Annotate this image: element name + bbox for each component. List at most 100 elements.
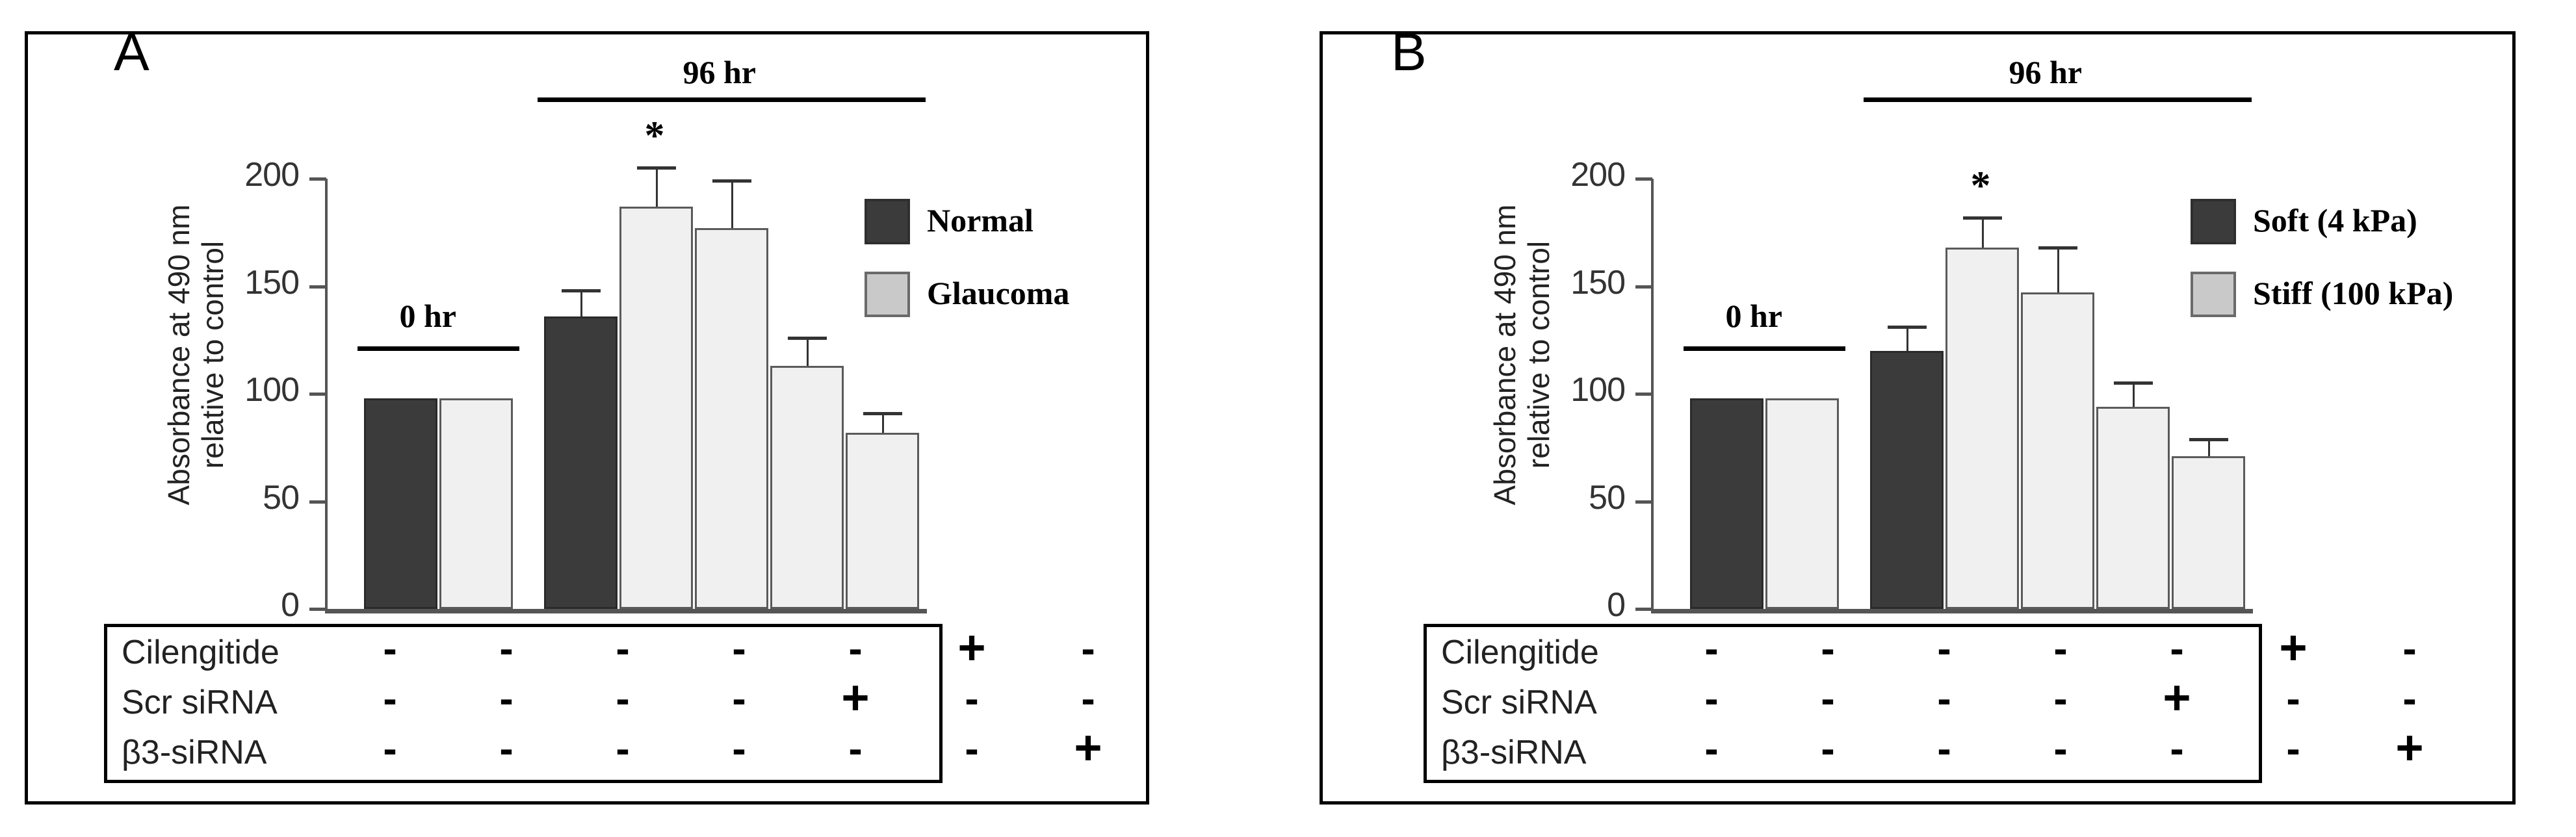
condition-cell-2-7: - [2402, 675, 2417, 722]
legend-swatch-2 [2191, 272, 2236, 317]
condition-cell-3-5: - [2170, 725, 2184, 772]
bar-3 [1870, 350, 1944, 609]
y-axis-title-line1: Absorbance at 490 nm [1488, 204, 1522, 506]
error-cap-5 [2038, 246, 2077, 250]
condition-cell-3-3: - [1937, 725, 1951, 772]
legend-swatch-1 [865, 199, 910, 244]
condition-cell-2-1: - [1704, 675, 1719, 722]
condition-cell-3-4: - [732, 725, 746, 772]
y-tick-label-0: 0 [1607, 586, 1626, 624]
condition-cell-1-1: - [383, 625, 397, 672]
y-tick-50 [1635, 500, 1652, 504]
condition-row: Cilengitide-----+- [1427, 623, 2417, 677]
condition-cell-3-5: - [848, 725, 863, 772]
group-line-96hr [1864, 97, 2252, 102]
condition-cell-1-5: - [2170, 625, 2184, 672]
condition-cell-1-4: - [2053, 625, 2068, 672]
y-tick-150 [1635, 285, 1652, 289]
condition-cell-3-1: - [383, 725, 397, 772]
error-bar-3 [1906, 327, 1908, 351]
error-cap-5 [712, 179, 751, 183]
condition-cell-1-4: - [732, 625, 746, 672]
y-tick-label-100: 100 [1570, 371, 1626, 409]
condition-cell-3-6: - [965, 725, 979, 772]
bar-7 [846, 432, 919, 609]
condition-row-label: Scr siRNA [122, 683, 278, 721]
y-axis-line [1651, 179, 1654, 612]
y-tick-label-0: 0 [281, 586, 300, 624]
condition-cell-1-1: - [1704, 625, 1719, 672]
group-line-0hr [358, 346, 519, 352]
condition-cell-3-4: - [2053, 725, 2068, 772]
y-tick-label-200: 200 [1570, 156, 1626, 194]
condition-table: Cilengitide-----+-Scr siRNA----+--β3-siR… [104, 623, 1102, 783]
y-tick-0 [1635, 608, 1652, 611]
condition-row: Scr siRNA----+-- [107, 673, 1095, 727]
condition-cell-1-3: - [616, 625, 630, 672]
condition-cell-2-7: - [1081, 675, 1095, 722]
y-tick-label-100: 100 [244, 371, 300, 409]
condition-row: β3-siRNA------+ [107, 723, 1102, 777]
error-bar-6 [806, 337, 809, 366]
y-tick-label-150: 150 [244, 263, 300, 302]
bar-3 [544, 316, 618, 609]
bar-5 [695, 228, 768, 609]
y-tick-label-150: 150 [1570, 263, 1626, 302]
group-label-0hr: 0 hr [1725, 298, 1783, 335]
condition-cell-1-3: - [1937, 625, 1951, 672]
panel-letter-a: A [114, 23, 150, 82]
condition-row-label: Scr siRNA [1441, 683, 1597, 721]
condition-cell-3-6: - [2286, 725, 2300, 772]
legend-swatch-1 [2191, 199, 2236, 244]
group-label-96hr: 96 hr [683, 54, 757, 90]
plot-baseline [325, 609, 927, 613]
error-bar-5 [2057, 247, 2059, 293]
condition-row: Scr siRNA----+-- [1427, 670, 2417, 727]
condition-cell-1-6: + [2279, 620, 2308, 675]
condition-cell-2-1: - [383, 675, 397, 722]
condition-cell-2-4: - [732, 675, 746, 722]
bar-6 [2096, 406, 2170, 609]
condition-cell-2-3: - [1937, 675, 1951, 722]
condition-cell-1-7: - [1081, 625, 1095, 672]
error-bar-3 [580, 290, 582, 316]
y-tick-100 [1635, 393, 1652, 396]
y-tick-200 [1635, 177, 1652, 181]
condition-cell-1-2: - [499, 625, 514, 672]
error-bar-5 [731, 181, 733, 229]
bar-7 [2172, 456, 2245, 609]
group-line-96hr [538, 97, 926, 102]
condition-cell-2-6: - [965, 675, 979, 722]
error-bar-7 [881, 413, 884, 433]
error-cap-6 [2113, 381, 2153, 385]
condition-cell-3-7: + [2395, 720, 2424, 775]
legend-label-1: Normal [927, 202, 1034, 238]
error-cap-7 [2189, 437, 2228, 441]
condition-cell-2-6: - [2286, 675, 2300, 722]
condition-cell-2-3: - [616, 675, 630, 722]
y-tick-50 [309, 500, 326, 504]
condition-cell-3-2: - [499, 725, 514, 772]
group-label-96hr: 96 hr [2009, 54, 2083, 90]
y-tick-label-50: 50 [1589, 478, 1626, 517]
condition-cell-3-2: - [1821, 725, 1835, 772]
condition-cell-2-5: + [2163, 670, 2191, 725]
error-bar-6 [2132, 383, 2135, 407]
legend-swatch-2 [865, 272, 910, 317]
error-bar-7 [2207, 439, 2210, 456]
bar-2 [439, 398, 513, 609]
group-label-0hr: 0 hr [399, 298, 457, 335]
y-tick-100 [309, 393, 326, 396]
panel-letter-b: B [1391, 23, 1427, 82]
condition-cell-1-5: - [848, 625, 863, 672]
error-cap-6 [787, 336, 827, 340]
group-line-0hr [1684, 346, 1845, 352]
error-cap-4 [1962, 216, 2002, 220]
bar-4 [1945, 247, 2019, 609]
error-bar-4 [655, 168, 658, 207]
condition-cell-1-2: - [1821, 625, 1835, 672]
plot-baseline [1651, 609, 2253, 613]
bar-4 [619, 207, 693, 609]
